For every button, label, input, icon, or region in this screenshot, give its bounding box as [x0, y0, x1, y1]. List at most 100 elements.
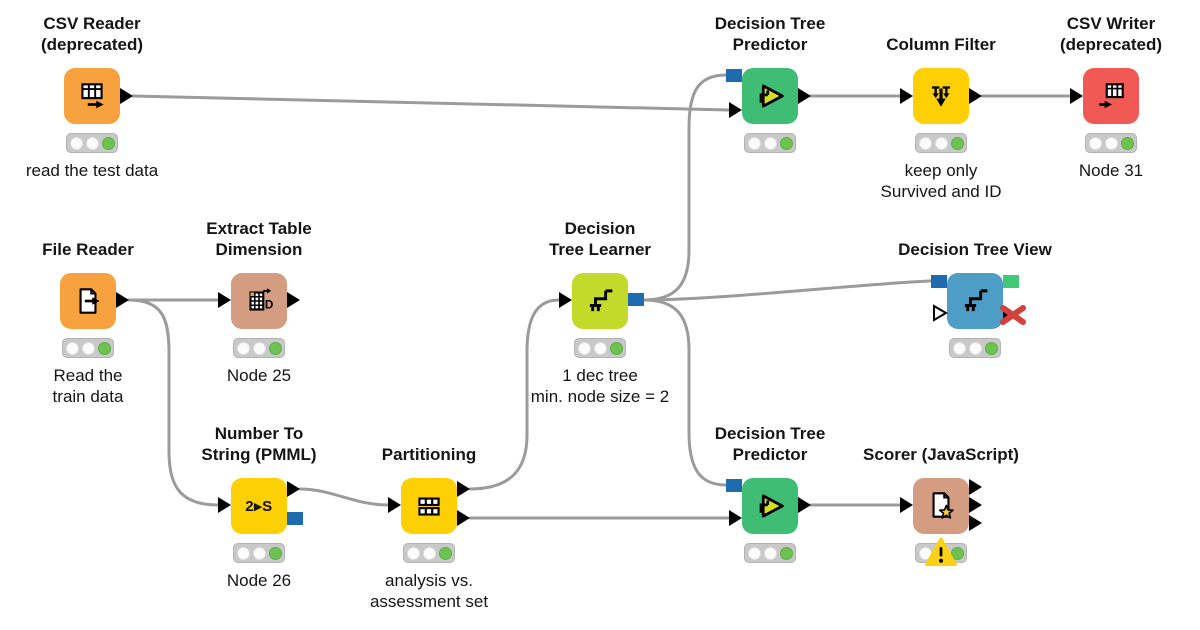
input-port-data[interactable]: [1070, 88, 1083, 104]
node-label: Read the train data: [52, 366, 124, 406]
partitioning-node[interactable]: [401, 478, 457, 534]
traffic-light: [744, 543, 796, 563]
node-title: CSV Reader (deprecated): [40, 14, 144, 54]
output-port-data[interactable]: [120, 88, 133, 104]
decision-tree-predictor-node[interactable]: [742, 478, 798, 534]
status-light-executed: [268, 341, 282, 355]
status-light-running: [968, 341, 982, 355]
status-light-executed: [779, 136, 793, 150]
status-light-idle: [69, 136, 83, 150]
node-title: Number To String (PMML): [201, 424, 317, 464]
node-label: read the test data: [25, 161, 159, 180]
file-reader-icon: [79, 288, 100, 314]
input-port-model[interactable]: [726, 69, 742, 82]
file-reader-node[interactable]: [60, 273, 116, 329]
traffic-light: [62, 338, 114, 358]
number-to-string-node[interactable]: 2▸S: [231, 478, 287, 534]
input-port-data[interactable]: [388, 497, 401, 513]
node-label: 1 dec tree min. node size = 2: [530, 366, 670, 406]
status-light-running: [593, 341, 607, 355]
decision-tree-view-node[interactable]: [947, 273, 1003, 329]
status-light-executed: [1120, 136, 1134, 150]
output-port-data[interactable]: [969, 88, 982, 104]
traffic-light: [949, 338, 1001, 358]
decision-tree-learner-node[interactable]: [572, 273, 628, 329]
status-light-idle: [747, 546, 761, 560]
input-port-data[interactable]: [900, 88, 913, 104]
output-port-data-third[interactable]: [969, 515, 982, 531]
status-light-idle: [236, 546, 250, 560]
connection-wire[interactable]: [298, 487, 390, 507]
decision-tree-predictor-node[interactable]: [742, 68, 798, 124]
node-decision-tree-view: Decision Tree View: [898, 240, 1052, 358]
node-decision-tree-predictor-bottom: Decision Tree Predictor: [715, 424, 825, 563]
scorer-node[interactable]: [913, 478, 969, 534]
output-port-data-first[interactable]: [969, 479, 982, 495]
status-light-executed: [97, 341, 111, 355]
output-port-data-second[interactable]: [969, 497, 982, 513]
status-light-executed: [609, 341, 623, 355]
status-light-running: [252, 546, 266, 560]
status-light-idle: [747, 136, 761, 150]
column-filter-node[interactable]: [913, 68, 969, 124]
connection-wire[interactable]: [642, 298, 728, 487]
input-port-data[interactable]: [729, 510, 742, 526]
input-port-data[interactable]: [729, 102, 742, 118]
node-number-to-string: Number To String (PMML) 2▸S Node 26: [201, 424, 316, 590]
input-port-data[interactable]: [900, 497, 913, 513]
predictor-icon: [759, 84, 784, 108]
status-light-executed: [984, 341, 998, 355]
connection-wire[interactable]: [127, 298, 220, 507]
status-light-executed: [950, 136, 964, 150]
status-light-running: [763, 136, 777, 150]
status-light-executed: [268, 546, 282, 560]
output-port-image[interactable]: [1003, 275, 1019, 288]
output-port-model[interactable]: [287, 512, 303, 525]
output-port-data-first[interactable]: [457, 481, 470, 497]
output-port-data[interactable]: [287, 292, 300, 308]
node-label: keep only Survived and ID: [880, 161, 1002, 201]
decision-tree-icon: [589, 289, 613, 312]
status-light-idle: [918, 546, 932, 560]
input-port-model[interactable]: [931, 275, 947, 288]
csv-reader-node[interactable]: [64, 68, 120, 124]
connection-wire[interactable]: [468, 298, 561, 491]
output-port-data[interactable]: [287, 481, 300, 497]
status-light-running: [763, 546, 777, 560]
node-title: File Reader: [42, 240, 134, 259]
node-label: Node 25: [226, 366, 292, 385]
output-port-data[interactable]: [116, 292, 129, 308]
node-label: analysis vs. assessment set: [369, 571, 489, 611]
traffic-light: [574, 338, 626, 358]
scorer-icon: [932, 492, 954, 519]
status-light-idle: [918, 136, 932, 150]
node-label: Node 31: [1078, 161, 1144, 180]
csv-writer-node[interactable]: [1083, 68, 1139, 124]
status-light-executed: [950, 546, 964, 560]
connection-wire[interactable]: [642, 279, 933, 302]
extract-table-dimension-node[interactable]: D: [231, 273, 287, 329]
connection-wire[interactable]: [131, 94, 731, 112]
input-port-optional[interactable]: [932, 304, 948, 322]
decision-tree-icon: [964, 289, 988, 312]
status-light-running: [934, 136, 948, 150]
input-port-data[interactable]: [559, 292, 572, 308]
node-partitioning: Partitioning analysis vs. assessment set: [370, 445, 488, 611]
traffic-light: [403, 543, 455, 563]
node-title: Decision Tree Learner: [548, 219, 652, 259]
node-title: Extract Table Dimension: [206, 219, 312, 259]
node-title: Scorer (JavaScript): [863, 445, 1019, 464]
input-port-model[interactable]: [726, 479, 742, 492]
connection-wire[interactable]: [642, 73, 728, 302]
status-light-idle: [952, 341, 966, 355]
traffic-light: [915, 133, 967, 153]
input-port-data[interactable]: [218, 292, 231, 308]
output-port-data[interactable]: [798, 497, 811, 513]
output-port-model[interactable]: [628, 293, 644, 306]
output-port-data-second[interactable]: [457, 510, 470, 526]
status-light-running: [252, 341, 266, 355]
node-scorer: Scorer (JavaScript): [863, 445, 1019, 566]
output-port-data[interactable]: [798, 88, 811, 104]
node-csv-reader: CSV Reader (deprecated) read the test da…: [26, 14, 158, 180]
input-port-data[interactable]: [218, 497, 231, 513]
